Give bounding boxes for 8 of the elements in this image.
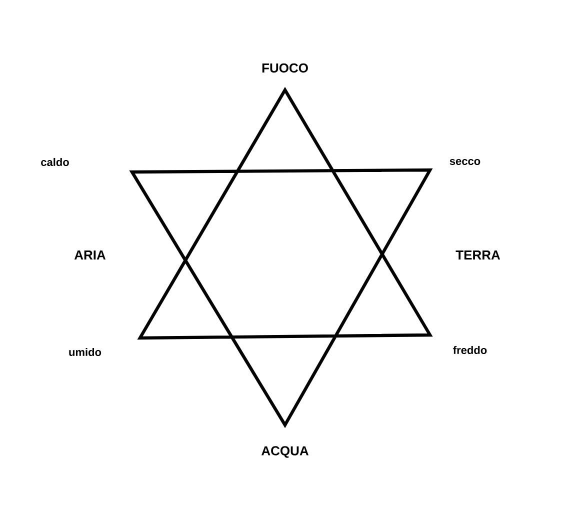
element-label: FUOCO — [262, 63, 308, 73]
element-label: secco — [450, 158, 480, 166]
element-label: freddo — [453, 346, 487, 354]
element-label: ACQUA — [262, 446, 308, 458]
element-label: umido — [69, 348, 102, 356]
element-label: ARIA — [74, 250, 106, 260]
element-label: TERRA — [456, 250, 500, 260]
element-label: caldo — [41, 158, 69, 166]
